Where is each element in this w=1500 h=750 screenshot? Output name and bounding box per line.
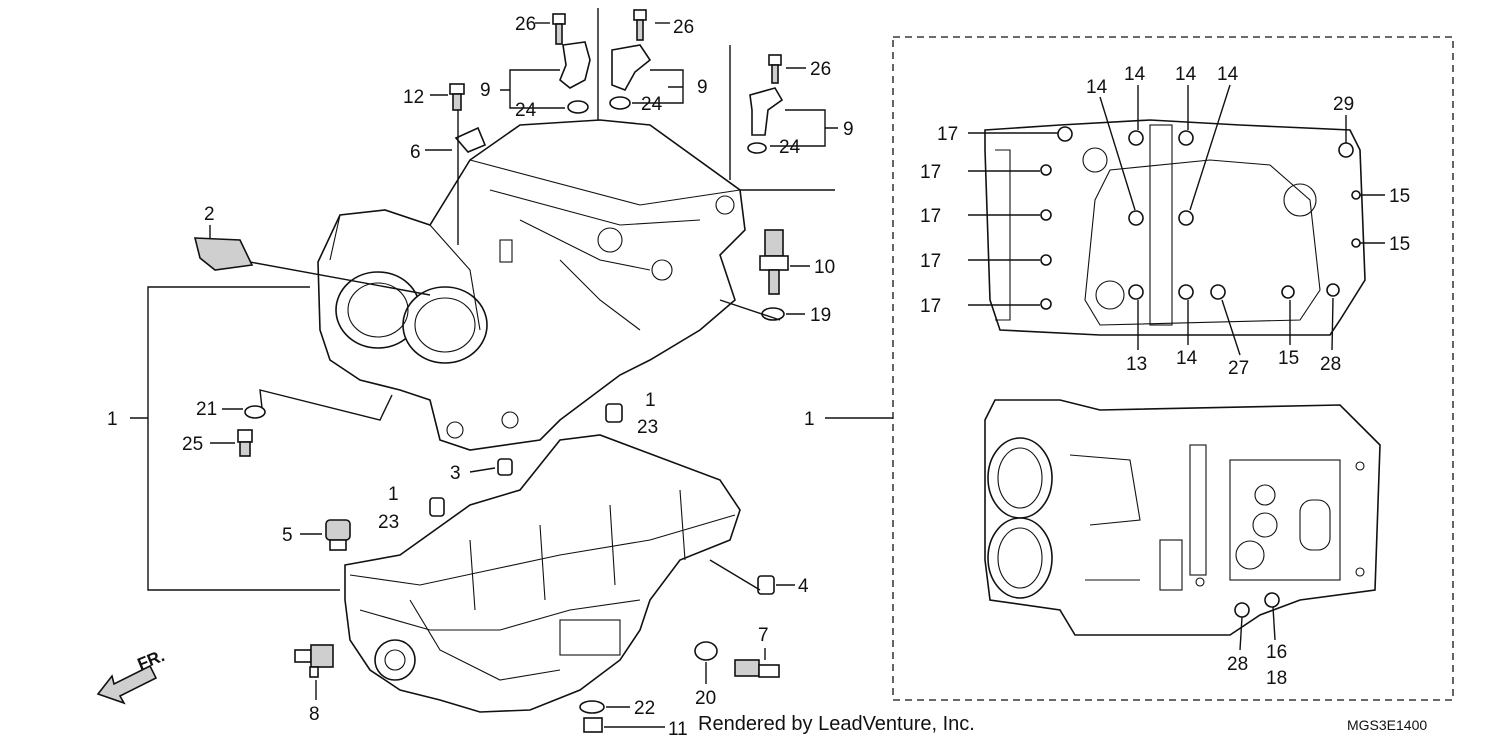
callout-17: 17 xyxy=(920,296,941,317)
callout-4: 4 xyxy=(798,576,809,597)
callout-8: 8 xyxy=(309,704,320,725)
callout-28: 28 xyxy=(1320,354,1341,375)
callout-26: 26 xyxy=(673,17,694,38)
callout-2: 2 xyxy=(204,204,215,225)
sensor-9-a xyxy=(559,41,591,89)
o-ring-24-c xyxy=(747,142,767,154)
callout-26: 26 xyxy=(515,14,536,35)
dowel-4 xyxy=(757,575,775,595)
callout-10: 10 xyxy=(814,257,835,278)
callout-24: 24 xyxy=(515,100,537,121)
bolt-26-b xyxy=(633,9,647,41)
callout-21: 21 xyxy=(196,399,217,420)
callout-27: 27 xyxy=(1228,358,1249,379)
diagram-code: MGS3E1400 xyxy=(1347,717,1427,733)
switch-10 xyxy=(759,229,789,295)
inset-leader-lines xyxy=(968,84,1385,356)
switch-8 xyxy=(294,644,334,678)
callout-23: 23 xyxy=(637,417,658,438)
callout-24: 24 xyxy=(641,94,663,115)
callout-13: 13 xyxy=(1126,354,1147,375)
leader-lines xyxy=(130,22,838,728)
callout-26: 26 xyxy=(810,59,831,80)
callout-17: 17 xyxy=(920,162,941,183)
o-ring-24-a xyxy=(567,100,589,114)
washer-21 xyxy=(244,405,266,419)
sensor-9-b xyxy=(611,44,652,91)
callout-15: 15 xyxy=(1278,348,1299,369)
callout-5: 5 xyxy=(282,525,293,546)
callout-18: 18 xyxy=(1266,668,1287,689)
front-direction-arrow xyxy=(96,664,158,705)
callout-14: 14 xyxy=(1217,64,1239,85)
inset-bottom-leaders xyxy=(1239,606,1276,651)
callout-17: 17 xyxy=(937,124,958,145)
callout-12: 12 xyxy=(403,87,424,108)
callout-14: 14 xyxy=(1175,64,1197,85)
callouts: 26 26 26 12 9 9 9 24 24 24 6 2 10 19 1 2… xyxy=(107,14,1410,740)
callout-25: 25 xyxy=(182,434,203,455)
callout-14: 14 xyxy=(1124,64,1146,85)
upper-crankcase xyxy=(317,119,746,451)
callout-9: 9 xyxy=(697,77,708,98)
callout-19: 19 xyxy=(810,305,831,326)
dowel-3 xyxy=(497,458,513,476)
callout-14: 14 xyxy=(1086,77,1108,98)
callout-16: 16 xyxy=(1266,642,1287,663)
callout-14: 14 xyxy=(1176,348,1198,369)
callout-3: 3 xyxy=(450,463,461,484)
front-marker-label: FR. xyxy=(135,646,168,674)
callout-24: 24 xyxy=(779,137,801,158)
plug-5 xyxy=(325,519,351,551)
dowel-23-b xyxy=(429,497,445,517)
clip-6 xyxy=(454,126,487,153)
bolt-26-c xyxy=(768,54,782,84)
o-ring-20 xyxy=(694,641,718,661)
callout-22: 22 xyxy=(634,698,655,719)
sensor-7 xyxy=(734,659,780,678)
dowel-23-a xyxy=(605,403,623,423)
callout-1: 1 xyxy=(388,484,399,505)
bolt-26-a xyxy=(552,13,566,45)
callout-9: 9 xyxy=(843,119,854,140)
washer-22 xyxy=(579,700,605,714)
callout-17: 17 xyxy=(920,206,941,227)
bolt-12 xyxy=(449,83,465,111)
o-ring-24-b xyxy=(609,96,631,110)
callout-9: 9 xyxy=(480,80,491,101)
callout-1: 1 xyxy=(645,390,656,411)
callout-17: 17 xyxy=(920,251,941,272)
credit-text: Rendered by LeadVenture, Inc. xyxy=(698,713,975,735)
detail-inset-frame xyxy=(892,36,1454,701)
callout-15: 15 xyxy=(1389,186,1410,207)
inset-bottom-view xyxy=(984,399,1381,636)
callout-6: 6 xyxy=(410,142,421,163)
callout-28: 28 xyxy=(1227,654,1248,675)
bolt-11 xyxy=(583,717,603,733)
callout-23: 23 xyxy=(378,512,399,533)
lower-crankcase xyxy=(344,434,741,713)
plate-2 xyxy=(193,237,254,271)
callout-20: 20 xyxy=(695,688,716,709)
callout-29: 29 xyxy=(1333,94,1354,115)
callout-7: 7 xyxy=(758,625,769,646)
sensor-9-c xyxy=(749,87,784,136)
callout-1: 1 xyxy=(804,409,815,430)
bolt-25 xyxy=(237,429,253,457)
callout-1: 1 xyxy=(107,409,118,430)
callout-11: 11 xyxy=(668,719,688,740)
callout-15: 15 xyxy=(1389,234,1410,255)
inset-top-view xyxy=(984,119,1366,336)
